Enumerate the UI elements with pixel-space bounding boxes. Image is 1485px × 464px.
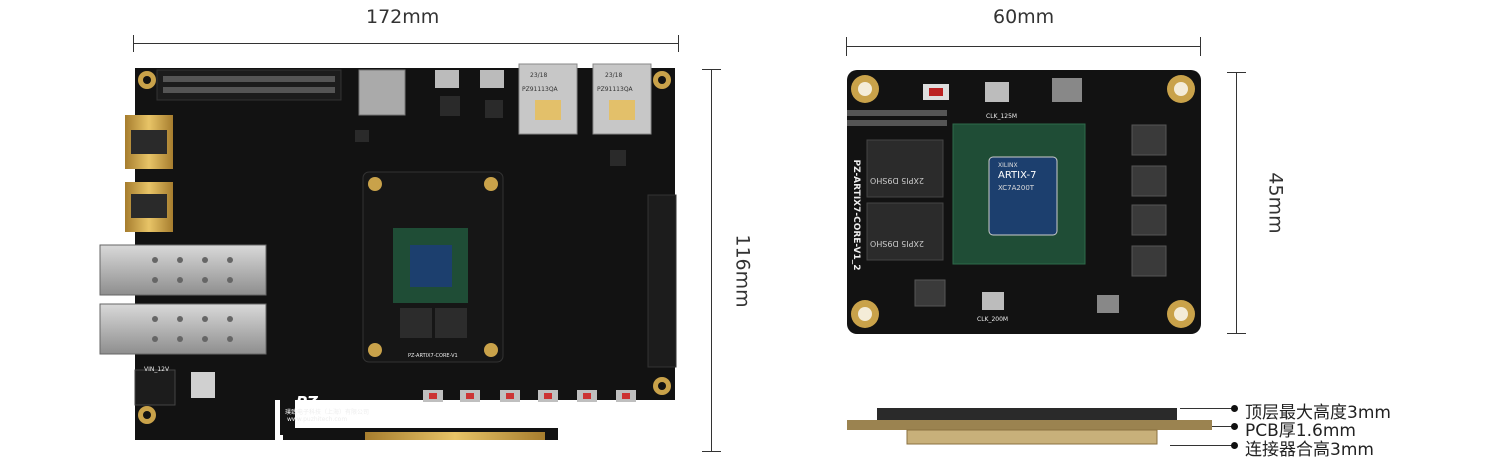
rj45-port-1: [518, 63, 578, 135]
anno-connector-height: 连接器合高3mm: [1245, 440, 1374, 460]
anno-line-2: [1212, 426, 1235, 427]
carrier-logo: PZ: [296, 393, 318, 411]
anno-line-1: [1180, 408, 1235, 409]
core-height-label: 45mm: [1264, 172, 1287, 234]
core-clk-125m: CLK_125M: [986, 113, 1018, 120]
power-jack: [134, 369, 176, 406]
core-silk-vertical: PZ-ARTIX7-CORE-V1_2: [851, 159, 861, 271]
anno-pcb-thickness: PCB厚1.6mm: [1245, 421, 1356, 441]
carrier-power-label: VIN_12V: [144, 366, 170, 373]
anno-dot-1: [1231, 405, 1238, 412]
rj45-port-2: [592, 63, 652, 135]
core-width-tick-left: [846, 37, 847, 56]
power-switch: [191, 372, 215, 398]
main-width-line: [133, 43, 679, 44]
sfp-cage-2: [99, 303, 267, 355]
side-view-image: [847, 408, 1212, 445]
right-pin-header: [647, 194, 677, 368]
inductor-1: [1131, 124, 1167, 156]
usb-port-1: [435, 70, 459, 88]
rj45-1-text: PZ91113QA: [522, 86, 558, 93]
rj45-2-text: PZ91113QA: [597, 86, 633, 93]
rj45-1-ratio: 23/18: [530, 72, 548, 79]
ddr-chip-1-label: 2XPI5 D9SHO: [870, 176, 925, 185]
rj45-2-ratio: 23/18: [605, 72, 623, 79]
anno-line-3: [1170, 445, 1235, 446]
clk-125m-osc: [985, 82, 1009, 102]
carrier-website: www.puzhitech.com: [287, 416, 348, 423]
inductor-2: [1131, 165, 1167, 197]
ddr-chip-2: [866, 202, 944, 261]
side-pcb: [847, 420, 1212, 430]
core-width-line: [846, 46, 1201, 47]
core-height-line: [1236, 72, 1237, 334]
main-height-tick-top: [702, 69, 721, 70]
core-height-tick-top: [1227, 72, 1246, 73]
core-clk-200m: CLK_200M: [977, 316, 1009, 323]
core-width-tick-right: [1200, 37, 1201, 56]
core-board-image: [847, 70, 1201, 334]
carrier-core-label: PZ-ARTIX7-CORE-V1: [408, 353, 458, 359]
anno-dot-2: [1231, 423, 1238, 430]
main-width-tick-right: [678, 35, 679, 52]
side-components: [877, 408, 1177, 420]
fpga-die: [988, 156, 1058, 236]
main-width-tick-left: [133, 35, 134, 52]
core-width-label: 60mm: [993, 6, 1055, 28]
fpga-family: ARTIX-7: [998, 170, 1037, 181]
top-pin-header: [156, 69, 342, 101]
clk-200m-osc: [982, 292, 1004, 310]
sfp-cage-1: [99, 244, 267, 296]
anno-top-height: 顶层最大高度3mm: [1245, 403, 1391, 423]
anno-dot-3: [1231, 442, 1238, 449]
main-board-image: [99, 63, 677, 440]
fpga-part: XC7A200T: [998, 184, 1035, 192]
inductor-3: [1131, 204, 1167, 236]
main-height-tick-bottom: [702, 451, 721, 452]
inductor-4: [1131, 245, 1167, 277]
main-width-label: 172mm: [366, 6, 440, 28]
inductor-5: [914, 279, 946, 307]
carrier-company: 璞致电子科技（上海）有限公司: [285, 409, 370, 416]
usb-port-2: [480, 70, 504, 88]
main-height-label: 116mm: [731, 234, 754, 308]
side-connector: [906, 429, 1158, 445]
ddr-chip-2-label: 2XPI5 D9SHO: [870, 239, 925, 248]
ddr-chip-1: [866, 139, 944, 198]
main-height-line: [711, 69, 712, 452]
sd-card-slot: [358, 69, 406, 116]
core-height-tick-bottom: [1227, 333, 1246, 334]
fpga-brand: XILINX: [998, 162, 1018, 169]
